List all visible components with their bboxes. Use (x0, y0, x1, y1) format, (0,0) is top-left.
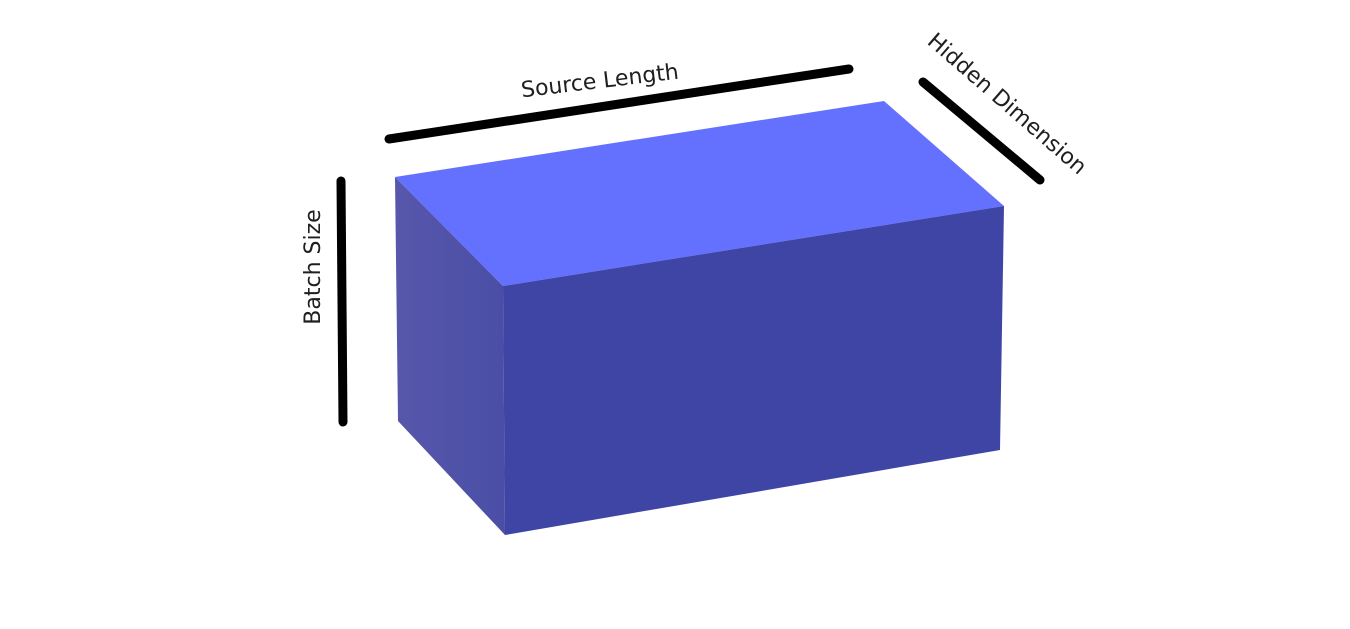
batch-size-label: Batch Size (301, 209, 326, 324)
batch-size-bar (336, 176, 348, 427)
tensor-box (395, 101, 1004, 535)
tensor-box-side-face (395, 177, 505, 535)
tensor-box-top-face (395, 101, 1004, 286)
hidden-dimension-bar (918, 77, 1045, 185)
source-length-bar (384, 64, 854, 144)
tensor-box-front-face (503, 206, 1004, 535)
